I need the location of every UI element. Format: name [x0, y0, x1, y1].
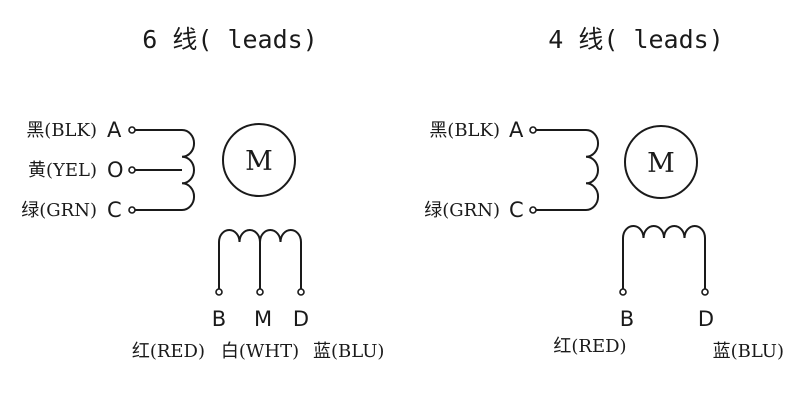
terminal-o	[128, 166, 136, 174]
terminal-d	[297, 288, 305, 296]
pin-letter-m: M	[254, 307, 272, 331]
wire-label-blu: 蓝(BLU)	[313, 341, 384, 362]
pin-letter-c-4: C	[509, 198, 524, 222]
terminal-c	[128, 206, 136, 214]
terminal-d-4	[701, 288, 709, 296]
six-lead-diagram: 6 线( leads) M A O C 黑(BLK) 黄(YEL) 绿(GRN)…	[21, 25, 384, 362]
wire-label-blk: 黑(BLK)	[26, 120, 97, 141]
wire-label-blu-4: 蓝(BLU)	[713, 341, 784, 362]
wire-label-red-4: 红(RED)	[553, 336, 626, 357]
terminal-b	[215, 288, 223, 296]
wire-label-red: 红(RED)	[132, 341, 205, 362]
motor-label-4: M	[647, 148, 675, 179]
coil-a-winding-4	[535, 129, 600, 211]
six-lead-title: 6 线( leads)	[142, 25, 318, 54]
pin-letter-a: A	[107, 118, 122, 142]
four-lead-diagram: 4 线( leads) M A C 黑(BLK) 绿(GRN) B D 红(RE…	[424, 25, 784, 362]
terminal-a	[128, 126, 136, 134]
motor-circle	[222, 123, 296, 197]
pin-letter-c: C	[107, 198, 122, 222]
terminal-b-4	[619, 288, 627, 296]
four-lead-title: 4 线( leads)	[548, 25, 724, 54]
pin-letter-d: D	[293, 307, 309, 331]
wire-label-yel: 黄(YEL)	[28, 160, 97, 181]
coil-b-winding-4	[622, 225, 706, 290]
motor-circle-4	[624, 125, 698, 199]
wire-label-grn: 绿(GRN)	[21, 200, 97, 221]
pin-letter-d-4: D	[698, 307, 714, 331]
terminal-m	[256, 288, 264, 296]
coil-a-winding	[134, 129, 196, 211]
terminal-a-4	[529, 126, 537, 134]
pin-letter-b: B	[212, 307, 226, 331]
pin-letter-o: O	[107, 158, 124, 182]
wire-label-wht: 白(WHT)	[221, 341, 299, 362]
terminal-c-4	[529, 206, 537, 214]
wire-label-blk-4: 黑(BLK)	[429, 120, 500, 141]
pin-letter-a-4: A	[509, 118, 524, 142]
motor-label: M	[245, 146, 273, 177]
wire-label-grn-4: 绿(GRN)	[424, 200, 500, 221]
pin-letter-b-4: B	[620, 307, 634, 331]
